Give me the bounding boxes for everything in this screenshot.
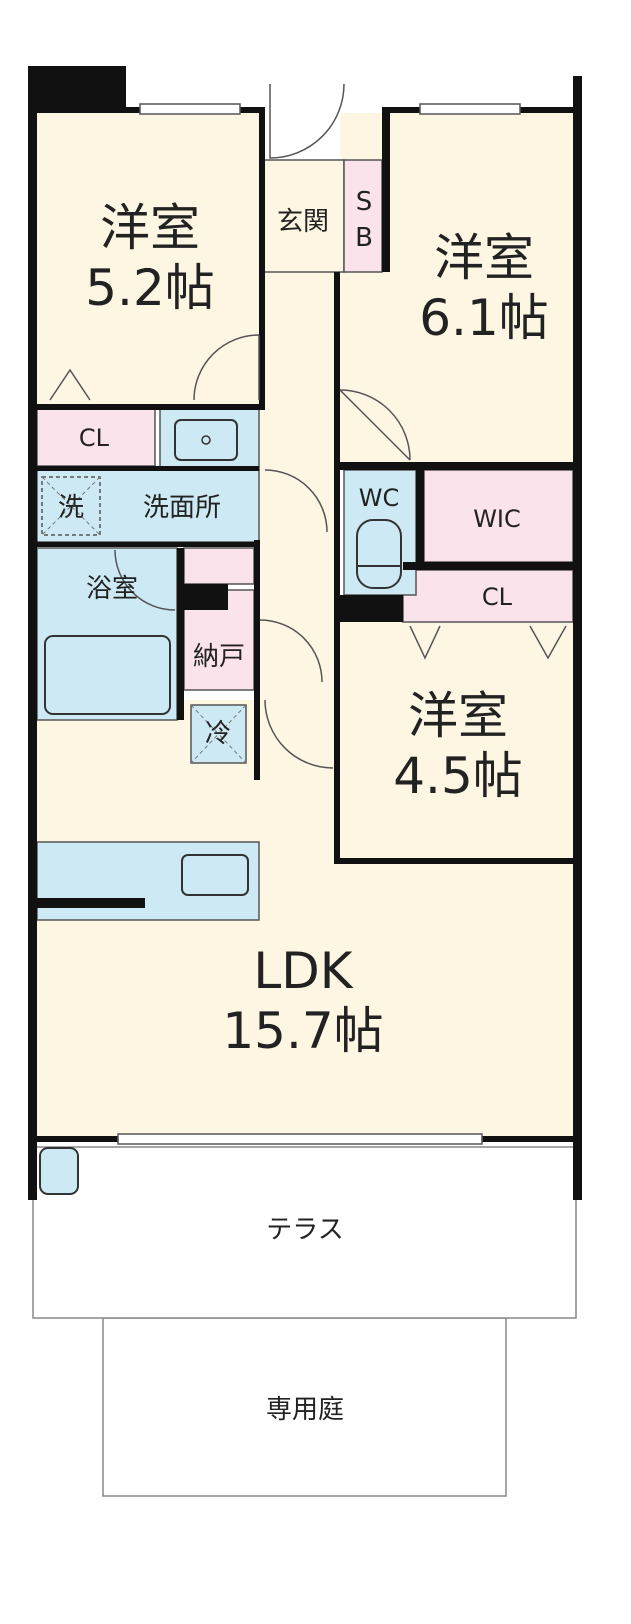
window-ldk bbox=[117, 1133, 483, 1145]
shoe-box-area bbox=[343, 159, 383, 273]
terrace-label: テラス bbox=[266, 1215, 343, 1245]
wall-bath-right bbox=[177, 548, 184, 720]
closet-right-label: CL bbox=[482, 583, 513, 611]
fridge-label: 冷 bbox=[205, 719, 231, 749]
wall-toilet-block bbox=[340, 595, 403, 622]
closet-right-door-icon-b bbox=[529, 625, 567, 660]
vanity-sink-icon bbox=[174, 419, 238, 461]
wall-storage-block bbox=[184, 584, 228, 610]
door-ldk-swing bbox=[264, 699, 334, 769]
western-room-4-5-floor bbox=[340, 622, 573, 862]
western-room-5-2-name: 洋室 bbox=[100, 199, 200, 257]
fridge-cross-b bbox=[190, 704, 247, 764]
wall-closet-top bbox=[37, 404, 259, 410]
window-6-1 bbox=[419, 103, 521, 115]
toilet-icon bbox=[356, 519, 402, 589]
door-6-1-swing bbox=[339, 389, 411, 461]
washing-machine-space bbox=[41, 476, 101, 536]
wall-left-room-right bbox=[259, 107, 265, 410]
closet-left-door-icon bbox=[49, 368, 91, 401]
vanity-drain-icon bbox=[201, 435, 211, 445]
wall-notch-right bbox=[382, 107, 390, 272]
shoe-box-label-s: S bbox=[356, 187, 373, 217]
wall-4-5-left bbox=[334, 622, 340, 864]
bathroom-label: 浴室 bbox=[86, 574, 138, 604]
window-5-2 bbox=[139, 103, 241, 115]
wall-left bbox=[28, 66, 37, 1200]
western-room-5-2-size: 5.2帖 bbox=[85, 259, 215, 317]
toilet-label: WC bbox=[359, 484, 400, 512]
wall-wic-left bbox=[416, 466, 424, 570]
washroom-shelf bbox=[183, 547, 255, 585]
walk-in-closet-label: WIC bbox=[473, 505, 521, 533]
entrance-floor bbox=[263, 159, 345, 273]
wall-bath-top bbox=[37, 542, 259, 547]
wall-washroom-top bbox=[37, 466, 259, 471]
kitchen-sink-icon bbox=[181, 854, 249, 896]
wall-corner-top-left bbox=[28, 66, 126, 113]
wall-right bbox=[573, 76, 582, 1200]
door-bath-swing bbox=[114, 549, 176, 611]
wall-hall-right bbox=[334, 272, 340, 672]
door-storage-swing bbox=[259, 619, 323, 683]
outdoor-sink-icon bbox=[39, 1147, 79, 1195]
western-room-6-1-name: 洋室 bbox=[434, 229, 534, 287]
private-garden-area bbox=[102, 1317, 507, 1497]
entrance-label: 玄関 bbox=[277, 207, 329, 237]
western-room-5-2-floor bbox=[37, 113, 259, 408]
ldk-size: 15.7帖 bbox=[222, 1002, 383, 1060]
terrace-area bbox=[32, 1146, 577, 1319]
shoe-box-label-b: B bbox=[355, 223, 373, 253]
ldk-name: LDK bbox=[253, 942, 353, 1000]
western-room-4-5-name: 洋室 bbox=[408, 687, 508, 745]
wall-right-room-bottom bbox=[340, 462, 573, 470]
bathtub-icon bbox=[44, 635, 171, 715]
wall-storage-right bbox=[254, 540, 260, 780]
private-garden-label: 専用庭 bbox=[266, 1395, 344, 1425]
kitchen-wall-segment bbox=[37, 898, 145, 908]
wall-4-5-bottom bbox=[340, 858, 573, 864]
western-room-4-5-size: 4.5帖 bbox=[393, 747, 523, 805]
door-hall-swing bbox=[264, 469, 328, 533]
storage-label: 納戸 bbox=[193, 642, 245, 672]
wall-closet-right-bottom bbox=[403, 562, 573, 570]
door-5-2-swing bbox=[193, 334, 260, 401]
closet-left-label: CL bbox=[79, 424, 110, 452]
closet-right-door-icon-a bbox=[409, 625, 441, 660]
washroom-label: 洗面所 bbox=[143, 493, 221, 523]
washing-machine-label: 洗 bbox=[58, 493, 84, 523]
entrance-door-swing bbox=[269, 83, 345, 159]
western-room-6-1-size: 6.1帖 bbox=[419, 289, 549, 347]
fridge-cross-a bbox=[190, 704, 247, 764]
